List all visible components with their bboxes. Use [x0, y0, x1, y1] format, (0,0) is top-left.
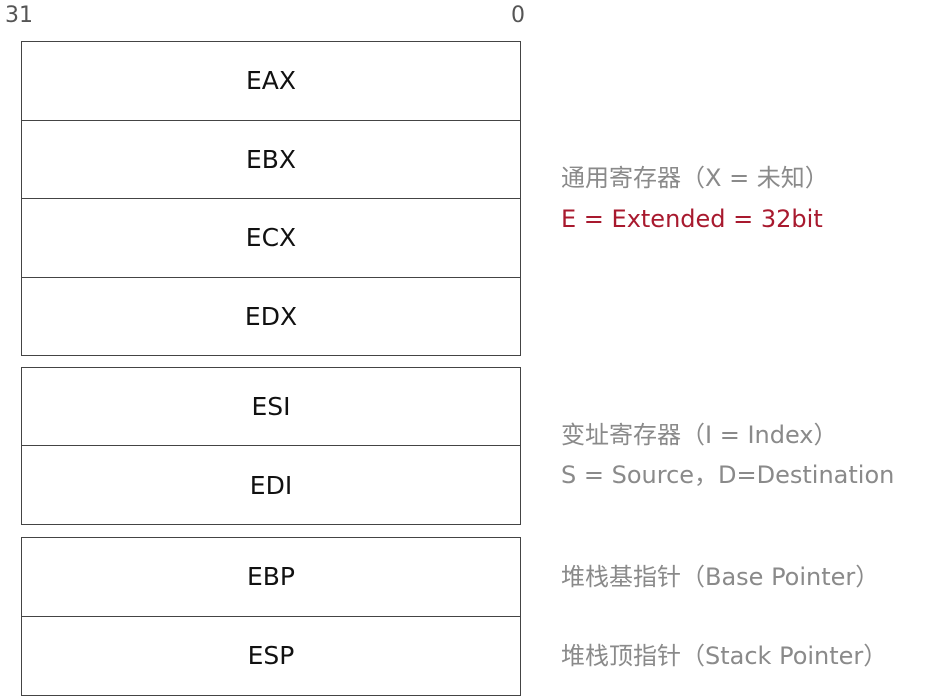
register-esp: ESP: [247, 641, 295, 671]
index-register-annotation: 变址寄存器（I = Index）: [561, 421, 838, 449]
stack-register-group: EBP ESP: [21, 537, 521, 696]
source-destination-annotation: S = Source，D=Destination: [561, 461, 895, 489]
register-ebp: EBP: [22, 538, 520, 617]
register-edi: EDI: [249, 470, 293, 500]
base-pointer-annotation: 堆栈基指针（Base Pointer）: [561, 563, 880, 591]
general-purpose-register-group: EAX EBX ECX EDX: [21, 41, 521, 356]
extended-annotation: E = Extended = 32bit: [561, 205, 823, 233]
register-edx: EDX: [244, 302, 298, 332]
bit-label-low: 0: [511, 3, 525, 28]
register-ecx: ECX: [22, 199, 520, 278]
general-purpose-annotation: 通用寄存器（X = 未知）: [561, 164, 829, 192]
bit-label-high: 31: [5, 3, 33, 28]
register-eax: EAX: [22, 42, 520, 121]
stack-pointer-annotation: 堆栈顶指针（Stack Pointer）: [561, 642, 888, 670]
register-esi: ESI: [22, 368, 520, 446]
index-register-group: ESI EDI: [21, 367, 521, 525]
register-ebx: EBX: [22, 121, 520, 199]
